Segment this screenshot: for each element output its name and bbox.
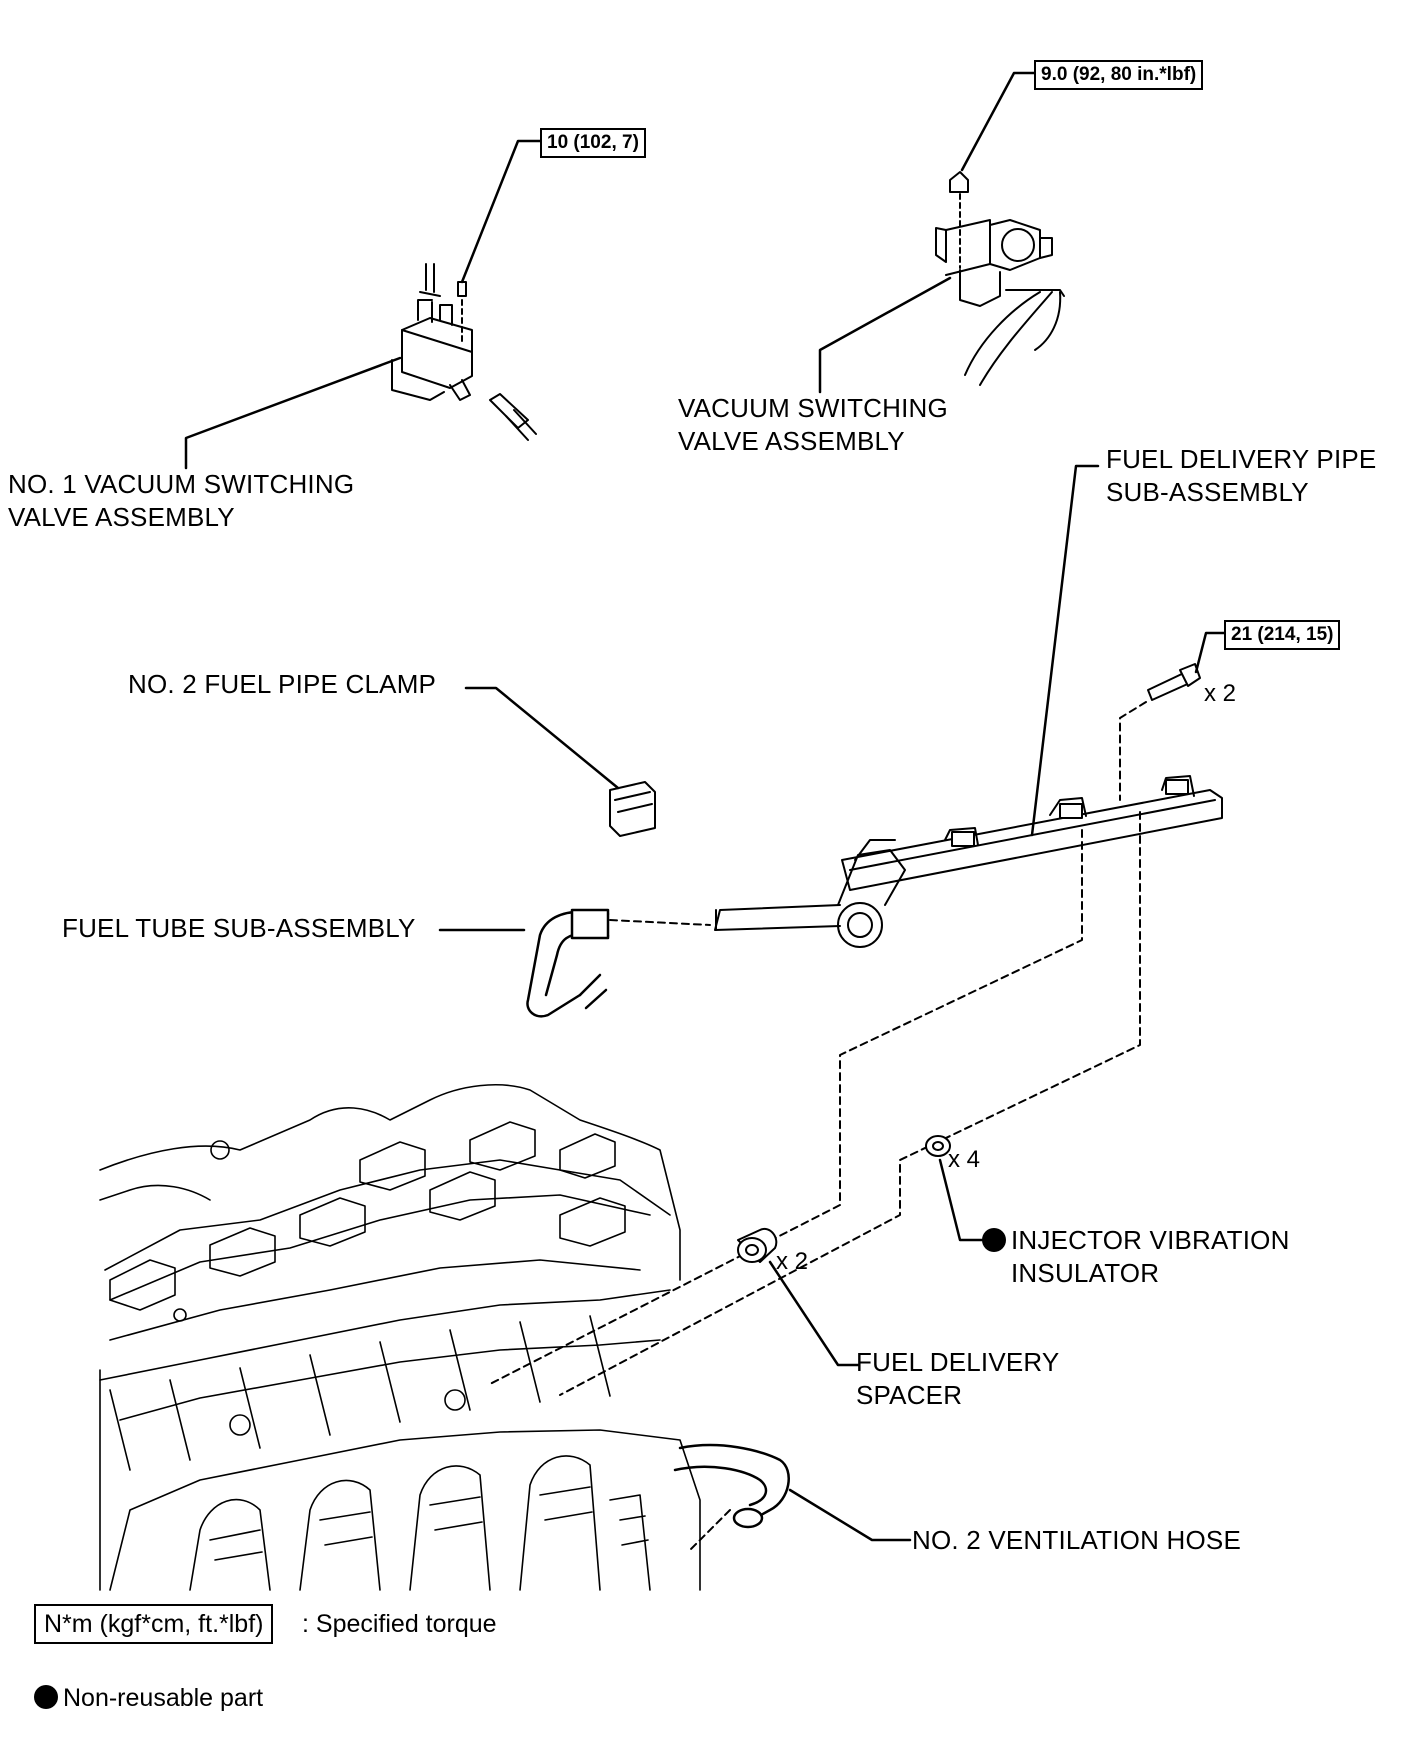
vsv-part <box>935 171 1065 386</box>
injector-dashed-1 <box>487 829 1083 1386</box>
nonreusable-legend-icon <box>34 1685 58 1709</box>
label-no1-vsv: NO. 1 VACUUM SWITCHING VALVE ASSEMBLY <box>8 468 354 534</box>
hose-dashed <box>689 1509 731 1551</box>
vsv-leader <box>818 276 952 394</box>
fuel-delivery-pipe-part <box>714 775 1223 948</box>
fuel-tube-dashed <box>609 919 711 926</box>
legend-torque-desc: : Specified torque <box>302 1610 497 1638</box>
label-injector-insulator-line1: INJECTOR VIBRATION <box>982 1224 1290 1257</box>
fuel-delivery-spacer-leader <box>768 1260 860 1367</box>
injector-dashed-2 <box>559 811 1141 1396</box>
label-fuel-delivery-pipe: FUEL DELIVERY PIPE SUB-ASSEMBLY <box>1106 443 1376 509</box>
no1-vsv-torque-leader <box>460 139 544 284</box>
quantity-bolt: x 2 <box>1204 680 1237 707</box>
label-vsv-line2: VALVE ASSEMBLY <box>678 426 905 456</box>
delivery-pipe-torque-leader <box>1194 631 1228 674</box>
label-fuel-delivery-spacer-line1: FUEL DELIVERY <box>856 1347 1060 1377</box>
label-fuel-tube: FUEL TUBE SUB-ASSEMBLY <box>62 913 416 943</box>
injector-insulator-part <box>925 1135 951 1157</box>
label-fuel-delivery-pipe-line2: SUB-ASSEMBLY <box>1106 477 1309 507</box>
label-injector-insulator-line2: INSULATOR <box>1011 1258 1160 1288</box>
injector-insulator-leader <box>938 1158 984 1242</box>
label-fuel-delivery-spacer-line2: SPACER <box>856 1380 963 1410</box>
fuel-pipe-clamp-leader <box>464 686 620 790</box>
quantity-insulator: x 4 <box>948 1146 981 1173</box>
label-injector-insulator: INJECTOR VIBRATION INSULATOR <box>982 1224 1290 1290</box>
quantity-spacer: x 2 <box>776 1248 809 1275</box>
label-vsv: VACUUM SWITCHING VALVE ASSEMBLY <box>678 392 948 458</box>
label-vsv-line1: VACUUM SWITCHING <box>678 393 948 423</box>
bolt-dashed <box>1119 701 1147 801</box>
ventilation-hose-part <box>673 1443 790 1529</box>
fuel-delivery-spacer-part <box>737 1227 778 1263</box>
label-no1-vsv-line1: NO. 1 VACUUM SWITCHING <box>8 469 355 499</box>
no1-vsv-part <box>391 263 537 441</box>
nonreusable-marker-icon <box>982 1228 1006 1252</box>
engine-cylinder-head <box>99 1084 681 1591</box>
engine-intake-manifold <box>109 1429 701 1591</box>
ventilation-hose-leader <box>788 1488 912 1542</box>
torque-spec-no1-vsv: 10 (102, 7) <box>540 128 646 158</box>
legend-nonreusable-text: Non-reusable part <box>63 1684 264 1712</box>
vsv-torque-leader <box>960 71 1038 172</box>
fuel-pipe-clamp-part <box>609 781 656 837</box>
torque-spec-vsv: 9.0 (92, 80 in.*lbf) <box>1034 60 1204 90</box>
no1-vsv-leader <box>184 356 402 470</box>
fuel-delivery-pipe-leader <box>1030 464 1100 837</box>
label-fuel-pipe-clamp: NO. 2 FUEL PIPE CLAMP <box>128 669 437 699</box>
label-fuel-delivery-spacer: FUEL DELIVERY SPACER <box>856 1346 1059 1412</box>
legend-nonreusable: Non-reusable part <box>34 1682 263 1714</box>
label-no1-vsv-line2: VALVE ASSEMBLY <box>8 502 235 532</box>
label-ventilation-hose: NO. 2 VENTILATION HOSE <box>912 1525 1241 1555</box>
torque-spec-delivery-pipe-bolt: 21 (214, 15) <box>1224 620 1341 650</box>
fuel-tube-part <box>526 908 610 1018</box>
label-fuel-delivery-pipe-line1: FUEL DELIVERY PIPE <box>1106 444 1377 474</box>
label-injector-insulator-text1: INJECTOR VIBRATION <box>1011 1225 1290 1255</box>
legend-torque-unit-box: N*m (kgf*cm, ft.*lbf) <box>34 1604 274 1644</box>
delivery-pipe-bolt-part <box>1147 663 1201 701</box>
